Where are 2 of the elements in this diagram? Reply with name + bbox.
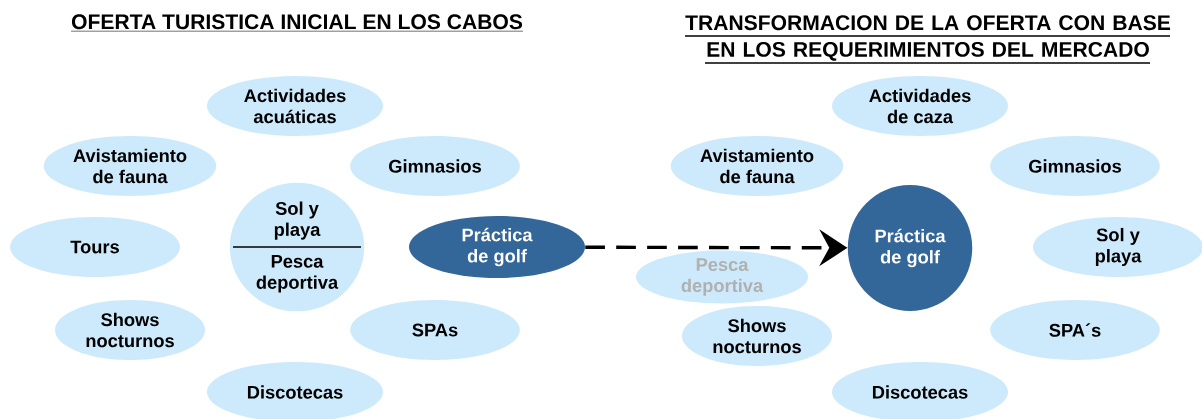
heading: TRANSFORMACION DE LA OFERTA CON BASE EN LOS REQUERIMIENTOS DEL MERCADO [684,15,1171,64]
heading: OFERTA TURISTICA INICIAL EN LOS CABOS [70,14,524,32]
